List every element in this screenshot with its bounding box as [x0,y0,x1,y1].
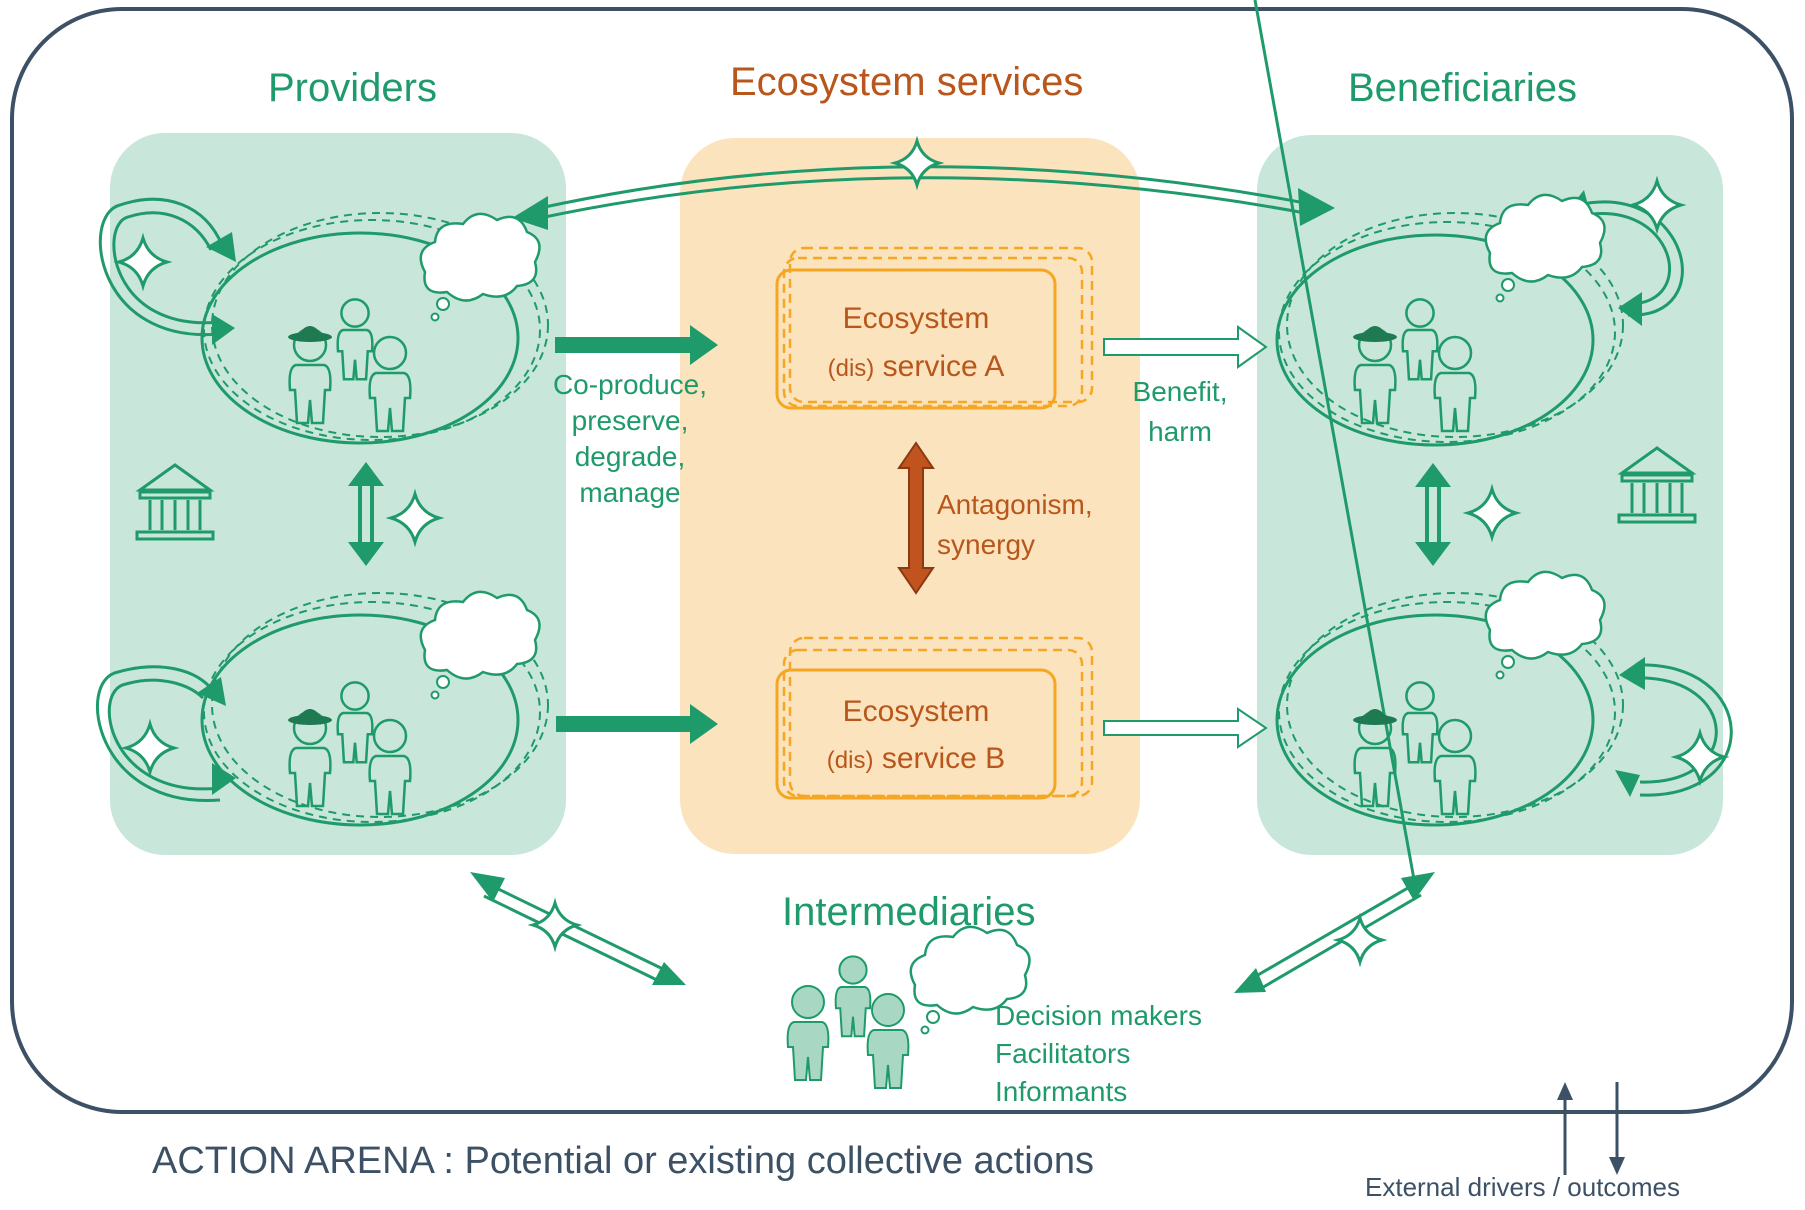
provider-action-2: preserve, [571,405,689,436]
service-a-name: service A [882,350,1005,383]
group-icon [288,681,412,816]
benefit-label-1: Benefit, [1132,376,1228,407]
service-a-box [775,246,1094,410]
service-relation-2: synergy [937,529,1036,560]
service-a-title: Ecosystem [842,302,990,335]
service-b-title: Ecosystem [842,695,990,728]
benefit-label: Benefit, harm [1110,372,1250,452]
action-arena-caption: ACTION ARENA : Potential or existing col… [152,1140,1094,1182]
produce-arrow-b-icon [556,704,718,744]
provider-action-4: manage [579,477,681,508]
provider-link-arrow-icon [348,462,384,566]
sparkle-icon [113,232,173,292]
external-drivers-arrows-icon [1557,1082,1625,1175]
service-a-subtitle: (dis) service A [777,350,1055,384]
institution-icon [1617,446,1697,524]
sparkle-icon [527,897,583,953]
provider-action-3: degrade, [574,441,686,472]
service-b-prefix: (dis) [826,747,874,774]
thought-bubble-icon [1484,570,1606,680]
provider-actions-label: Co-produce, preserve, degrade, manage [540,367,720,511]
group-icon [288,298,412,433]
thought-bubble-icon [1484,193,1606,303]
benefit-arrow-a-icon [1103,325,1268,369]
services-header: Ecosystem services [730,60,1084,104]
intermediary-roles: Decision makers Facilitators Informants [995,997,1202,1111]
external-drivers-caption: External drivers / outcomes [1365,1172,1681,1202]
thought-bubble-icon [909,925,1031,1035]
antagonism-arrow-icon [897,441,935,595]
service-b-name: service B [881,742,1006,775]
thought-bubble-icon [419,590,541,700]
benefit-label-2: harm [1148,416,1212,447]
produce-arrow-a-icon [555,325,718,365]
beneficiary-group-2 [1275,592,1624,827]
sparkle-icon [385,488,445,548]
benefit-arrow-b-icon [1103,707,1268,749]
sparkle-icon [1627,175,1687,235]
group-icon [1353,298,1477,433]
sparkle-icon [889,135,945,191]
sparkle-icon [1462,483,1522,543]
group-icon [786,955,910,1089]
intermediary-role-1: Decision makers [995,1000,1202,1031]
beneficiary-group-1 [1275,212,1624,447]
provider-group-2 [200,592,549,827]
service-b-box [775,636,1094,800]
institution-icon [135,463,215,541]
group-icon [1353,681,1477,816]
intermediary-role-3: Informants [995,1076,1128,1107]
provider-intermediary-arrow-icon [470,872,686,985]
service-a-prefix: (dis) [827,355,875,382]
service-relations-label: Antagonism, synergy [937,485,1093,565]
beneficiary-link-arrow-icon [1415,463,1451,566]
service-b-subtitle: (dis) service B [777,742,1055,776]
sparkle-icon [1670,727,1730,787]
beneficiaries-header: Beneficiaries [1348,66,1578,110]
intermediary-role-2: Facilitators [995,1038,1131,1069]
provider-action-1: Co-produce, [552,369,708,400]
providers-header: Providers [268,66,437,110]
sparkle-icon [1332,912,1388,968]
intermediaries-header: Intermediaries [782,890,1036,934]
service-relation-1: Antagonism, [937,489,1093,520]
provider-group-1 [200,212,549,445]
sparkle-icon [120,718,180,778]
thought-bubble-icon [419,212,541,322]
action-arena-frame [10,7,1794,1114]
